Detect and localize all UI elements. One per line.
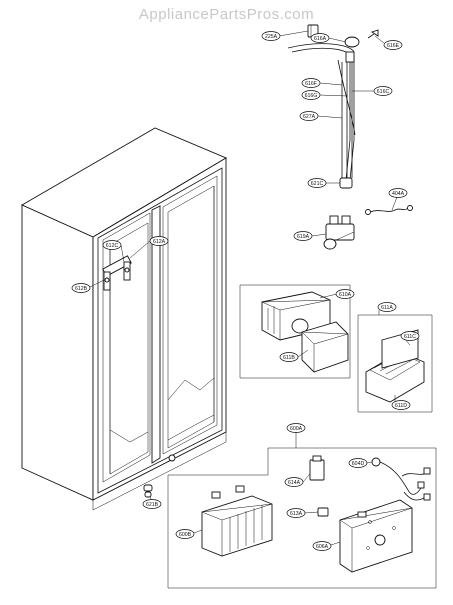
leader-lines	[89, 30, 411, 546]
svg-text:611C: 611C	[404, 334, 416, 340]
svg-text:600A: 600A	[290, 426, 303, 432]
svg-text:612C: 612C	[106, 243, 119, 249]
svg-text:621B: 621B	[146, 502, 159, 508]
svg-text:616E: 616E	[387, 43, 400, 49]
callout-613a: 613A	[286, 508, 306, 518]
callout-612b: 612B	[71, 283, 91, 293]
svg-text:614A: 614A	[288, 480, 301, 486]
callout-611b: 611B	[279, 352, 299, 362]
callout-606a: 606A	[312, 541, 332, 551]
callout-611d: 611D	[391, 400, 411, 410]
icemaker-group	[167, 447, 437, 589]
callout-225a: 225A	[261, 31, 281, 41]
svg-text:612A: 612A	[153, 239, 166, 245]
callout-616c: 616C	[373, 86, 393, 96]
icemaker-bracket	[102, 255, 132, 291]
callout-616a: 616A	[310, 33, 330, 43]
svg-text:627A: 627A	[303, 114, 316, 120]
callout-612c: 612C	[102, 240, 122, 250]
callout-621b: 621B	[142, 499, 162, 509]
svg-text:404A: 404A	[392, 191, 405, 197]
svg-text:611A: 611A	[381, 305, 393, 311]
refrigerator-cabinet	[21, 127, 227, 511]
callout-600a: 600A	[286, 423, 306, 433]
svg-text:621C: 621C	[311, 181, 324, 187]
watermark: AppliancePartsPros.com	[138, 6, 315, 23]
svg-text:616G: 616G	[305, 93, 318, 99]
svg-text:616F: 616F	[305, 81, 317, 87]
callout-619a: 619A	[293, 231, 313, 241]
callout-616e: 616E	[383, 40, 403, 50]
water-tube-assembly	[287, 24, 413, 250]
svg-text:616C: 616C	[377, 89, 390, 95]
callout-404a: 404A	[388, 188, 408, 198]
part-621b-plug	[143, 484, 153, 498]
callout-610a: 610A	[335, 289, 355, 299]
callout-621c: 621C	[307, 178, 327, 188]
svg-text:611D: 611D	[395, 403, 407, 409]
callout-600b: 600B	[175, 529, 195, 539]
callout-627a: 627A	[299, 111, 319, 121]
callout-611c: 611C	[400, 331, 420, 341]
callout-616f: 616F	[301, 78, 321, 88]
callout-612a: 612A	[149, 236, 169, 246]
callout-labels: 225A 616A 616E 616F 616G 616C 627A 621C …	[71, 31, 420, 551]
svg-text:612B: 612B	[75, 286, 88, 292]
svg-text:606A: 606A	[316, 544, 329, 550]
callout-604d: 604D	[348, 458, 368, 468]
svg-text:610A: 610A	[339, 292, 352, 298]
callout-614a: 614A	[284, 477, 304, 487]
svg-text:613A: 613A	[290, 511, 303, 517]
svg-text:611B: 611B	[283, 355, 295, 361]
svg-text:225A: 225A	[265, 34, 278, 40]
svg-text:619A: 619A	[297, 234, 310, 240]
callout-616g: 616G	[301, 90, 321, 100]
svg-text:616A: 616A	[314, 36, 327, 42]
svg-text:604D: 604D	[352, 461, 365, 467]
svg-text:600B: 600B	[179, 532, 192, 538]
ice-bin-group	[239, 284, 351, 379]
callout-611a: 611A	[377, 302, 397, 312]
